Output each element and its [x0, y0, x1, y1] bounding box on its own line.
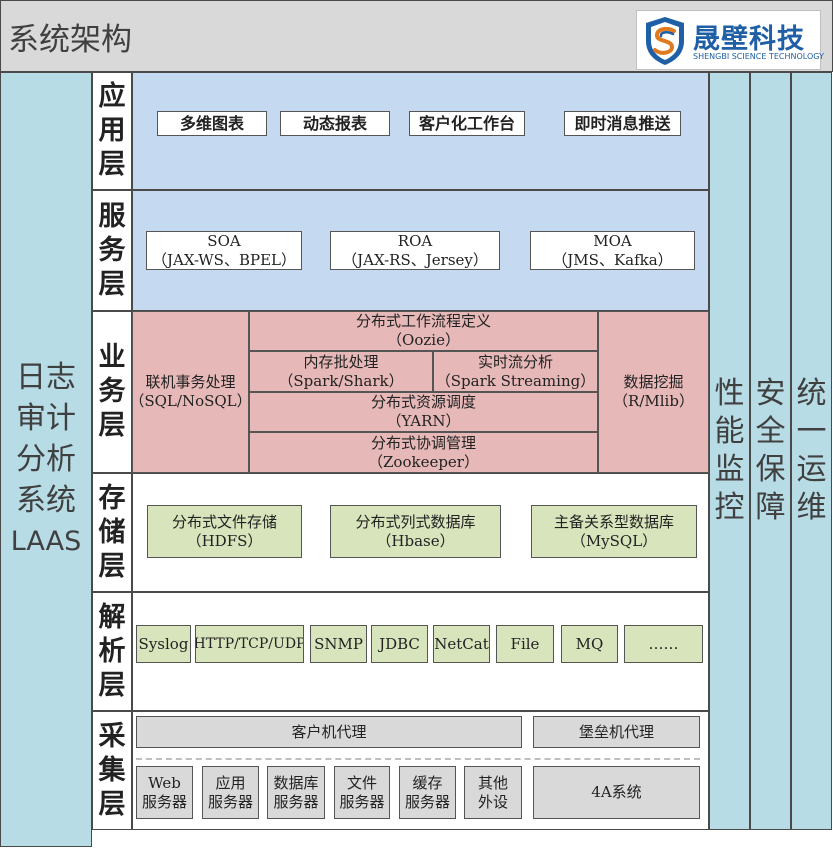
right-bar-char: 控 — [714, 490, 745, 525]
right-bar-char: 全 — [755, 414, 786, 449]
storage-hbase: 分布式列式数据库 （Hbase） — [330, 505, 501, 558]
service-roa: ROA （JAX-RS、Jersey） — [330, 231, 500, 270]
left-bar-line: 分析 — [16, 442, 76, 477]
right-bar-security: 安 全 保 障 — [750, 72, 791, 830]
storage-hdfs: 分布式文件存储 （HDFS） — [147, 505, 302, 558]
logo-name: 晟壁科技 — [693, 24, 805, 55]
business-resource: 分布式资源调度 （YARN） — [249, 392, 598, 432]
app-item-dynamic-report: 动态报表 — [280, 111, 390, 136]
layer-label-collect: 采集层 — [92, 711, 132, 830]
parse-snmp: SNMP — [310, 625, 367, 663]
left-bar-line: 系统 — [16, 483, 76, 518]
right-bar-char: 障 — [755, 490, 786, 525]
app-item-custom-workbench: 客户化工作台 — [409, 111, 525, 136]
company-logo: 晟壁科技 SHENGBI SCIENCE TECHNOLOGY — [636, 10, 824, 70]
business-batch: 内存批处理 （Spark/Shark） — [249, 351, 433, 392]
service-soa: SOA （JAX-WS、BPEL） — [146, 231, 302, 270]
left-bar-line: 审计 — [16, 401, 76, 436]
right-bar-operations: 统 一 运 维 — [791, 72, 832, 830]
collect-source-db: 数据库 服务器 — [267, 766, 325, 819]
collect-separator — [136, 758, 700, 760]
business-stream: 实时流分析 （Spark Streaming） — [433, 351, 598, 392]
parse-mq: MQ — [561, 625, 618, 663]
layer-label-storage: 存储层 — [92, 473, 132, 592]
layer-label-app: 应用层 — [92, 72, 132, 190]
parse-jdbc: JDBC — [371, 625, 428, 663]
logo-subtitle: SHENGBI SCIENCE TECHNOLOGY — [693, 52, 824, 61]
collect-source-cache: 缓存 服务器 — [399, 766, 456, 819]
left-bar-line: LAAS — [10, 526, 82, 557]
right-bar-char: 一 — [796, 414, 827, 449]
right-bar-char: 安 — [755, 376, 786, 411]
app-item-instant-push: 即时消息推送 — [564, 111, 681, 136]
right-bar-monitoring: 性 能 监 控 — [709, 72, 750, 830]
right-bar-char: 统 — [796, 376, 827, 411]
service-moa: MOA （JMS、Kafka） — [530, 231, 695, 270]
right-bar-char: 保 — [755, 452, 786, 487]
parse-file: File — [496, 625, 554, 663]
layer-label-business: 业务层 — [92, 311, 132, 473]
app-item-multidim-chart: 多维图表 — [157, 111, 267, 136]
right-bar-char: 运 — [796, 452, 827, 487]
business-coord: 分布式协调管理 （Zookeeper） — [249, 432, 598, 473]
layer-label-parse: 解析层 — [92, 592, 132, 711]
shield-icon — [646, 17, 684, 65]
layer-label-service: 服务层 — [92, 190, 132, 311]
right-bar-char: 监 — [714, 452, 745, 487]
parse-syslog: Syslog — [136, 625, 191, 663]
collect-source-app: 应用 服务器 — [202, 766, 259, 819]
right-bar-char: 能 — [714, 414, 745, 449]
parse-more: …… — [624, 625, 703, 663]
parse-http-tcp-udp: HTTP/TCP/UDP — [195, 625, 304, 663]
collect-source-web: Web 服务器 — [136, 766, 193, 819]
right-bar-char: 性 — [714, 376, 745, 411]
business-workflow: 分布式工作流程定义 （Oozie） — [249, 311, 598, 351]
collect-source-other: 其他 外设 — [464, 766, 522, 819]
business-oltp: 联机事务处理 （SQL/NoSQL） — [132, 311, 249, 473]
collect-bastion-agent: 堡垒机代理 — [533, 716, 700, 748]
right-bar-char: 维 — [796, 490, 827, 525]
collect-4a-system: 4A系统 — [533, 766, 700, 819]
left-system-bar: 日志 审计 分析 系统 LAAS — [0, 72, 92, 847]
business-mining: 数据挖掘 （R/Mlib） — [598, 311, 709, 473]
storage-mysql: 主备关系型数据库 （MySQL） — [531, 505, 697, 558]
parse-netcat: NetCat — [433, 625, 490, 663]
collect-client-agent: 客户机代理 — [136, 716, 522, 748]
collect-source-file: 文件 服务器 — [334, 766, 390, 819]
left-bar-line: 日志 — [16, 360, 76, 395]
page-title: 系统架构 — [8, 22, 132, 58]
